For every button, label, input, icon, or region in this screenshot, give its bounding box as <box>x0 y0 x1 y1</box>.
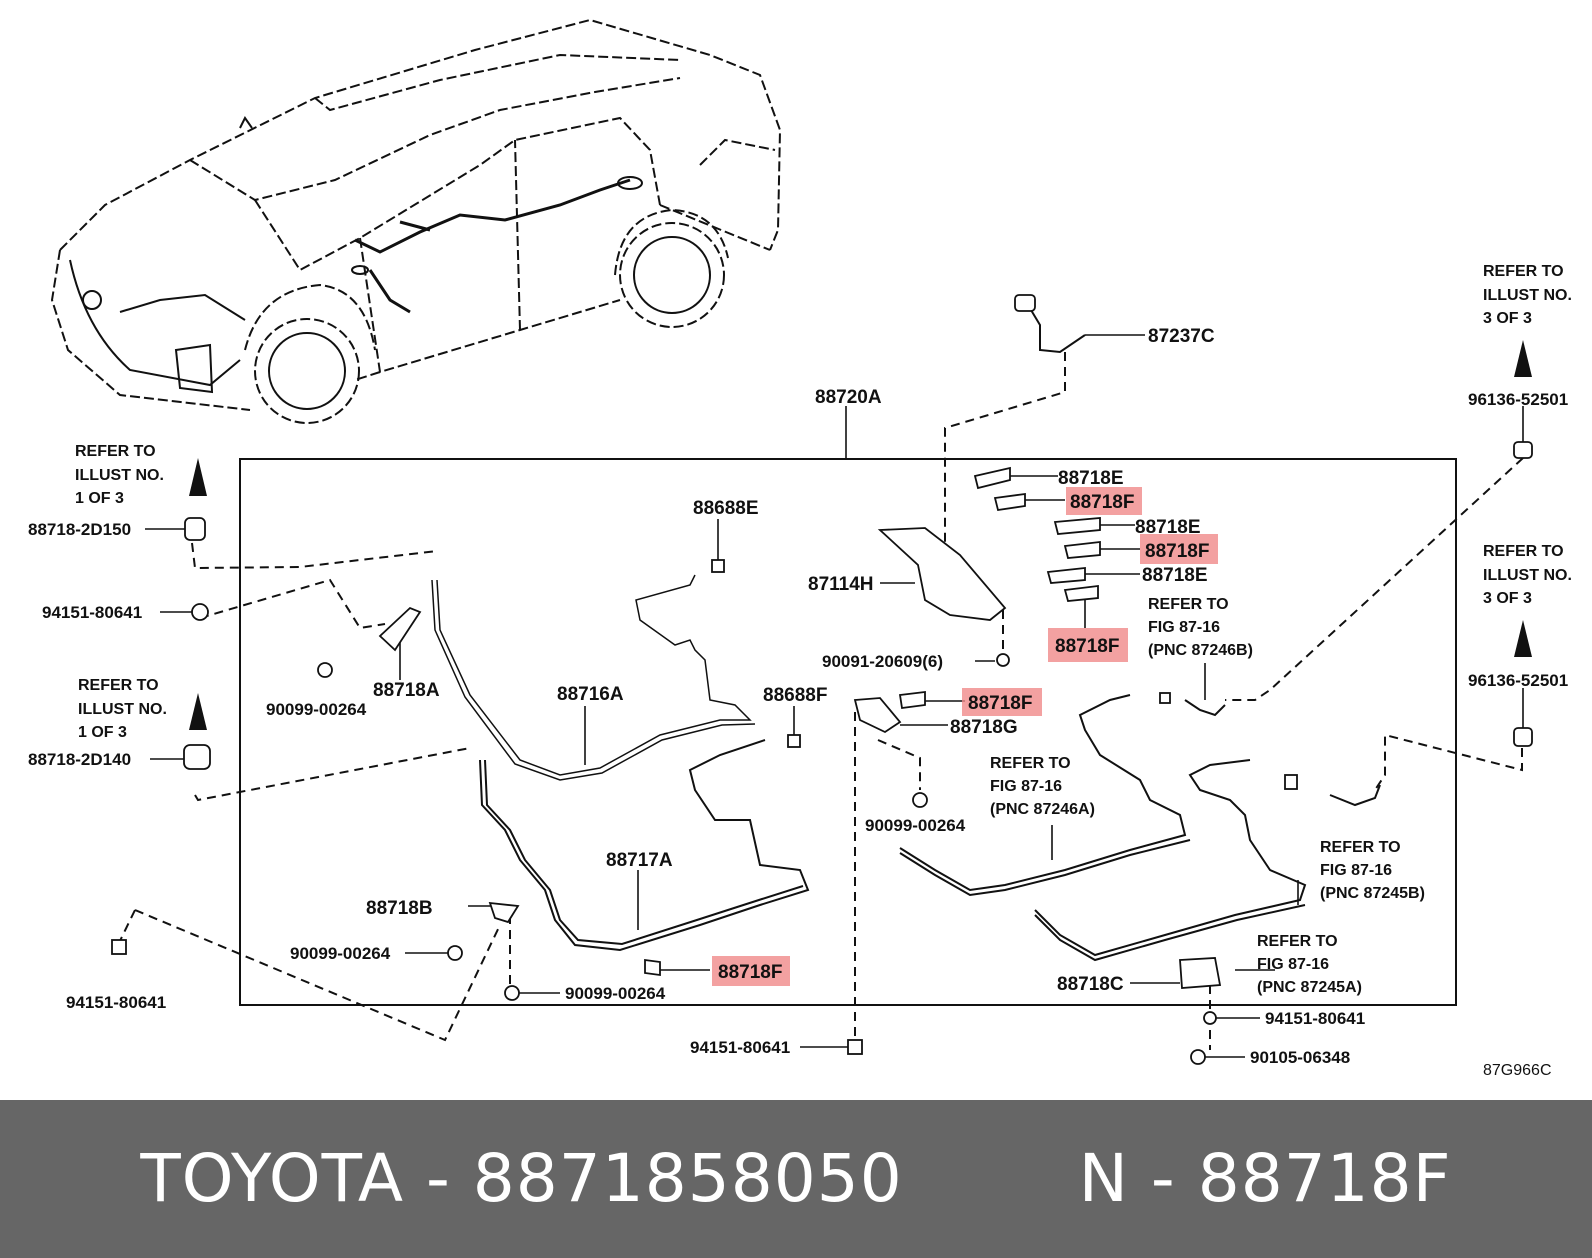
ref-illust-right-top-1: REFER TO <box>1483 263 1564 280</box>
label-90099-c: 90099-00264 <box>290 944 391 963</box>
label-88718f-2: 88718F <box>1145 541 1209 562</box>
assembly-box <box>239 458 1457 1006</box>
label-88716a: 88716A <box>557 684 624 705</box>
label-88688f: 88688F <box>763 685 827 706</box>
label-94151-b: 94151-80641 <box>66 993 166 1012</box>
ref-illust-left-mid-3: 1 OF 3 <box>78 724 127 741</box>
label-88720a: 88720A <box>815 387 882 408</box>
ref-fig-87245a-2: FIG 87-16 <box>1257 956 1329 973</box>
arrow-up-icon <box>189 458 207 496</box>
label-88718e-2: 88718E <box>1135 517 1201 538</box>
label-96136-top: 96136-52501 <box>1468 390 1568 409</box>
footer-gap <box>903 1140 1079 1217</box>
highlight-88718f <box>1048 628 1128 662</box>
label-90099-a: 90099-00264 <box>266 700 367 719</box>
highlight-88718f <box>1140 534 1218 564</box>
ref-fig-87245b-1: REFER TO <box>1320 839 1401 856</box>
ref-illust-left-top-3: 1 OF 3 <box>75 490 124 507</box>
label-94151-c: 94151-80641 <box>690 1038 790 1057</box>
ref-fig-87245b-3: (PNC 87245B) <box>1320 885 1425 902</box>
parts-diagram: 87237C 88720A 96136-52501 96136-52501 88… <box>28 18 1572 1079</box>
label-88718f-5: 88718F <box>718 962 782 983</box>
ref-illust-left-mid-2: ILLUST NO. <box>78 701 167 718</box>
label-88717a: 88717A <box>606 850 673 871</box>
ref-fig-87245a-1: REFER TO <box>1257 933 1338 950</box>
highlight-88718f <box>962 688 1042 716</box>
label-96136-mid: 96136-52501 <box>1468 671 1568 690</box>
diagram-code: 87G966C <box>1483 1062 1552 1079</box>
ref-fig-87246b-1: REFER TO <box>1148 596 1229 613</box>
arrow-up-icon <box>1514 340 1532 377</box>
label-94151-d: 94151-80641 <box>1265 1009 1365 1028</box>
label-90099-b: 90099-00264 <box>865 816 966 835</box>
ref-illust-right-mid-2: ILLUST NO. <box>1483 567 1572 584</box>
label-88718f-4: 88718F <box>968 693 1032 714</box>
footer-part-number: 8871858050 <box>472 1140 903 1217</box>
washer-hoses <box>431 299 1381 962</box>
footer-separator: - <box>404 1140 473 1217</box>
ref-illust-left-top-1: REFER TO <box>75 443 156 460</box>
label-88718-2d150: 88718-2D150 <box>28 520 131 539</box>
ref-illust-right-top-3: 3 OF 3 <box>1483 310 1532 327</box>
highlight-88718f <box>1066 487 1142 515</box>
ref-fig-87245a-3: (PNC 87245A) <box>1257 979 1362 996</box>
ref-illust-left-top-2: ILLUST NO. <box>75 467 164 484</box>
label-90091-20609: 90091-20609(6) <box>822 652 943 671</box>
label-88718e-1: 88718E <box>1058 468 1124 489</box>
arrow-up-icon <box>189 693 207 730</box>
ref-fig-87246a-3: (PNC 87246A) <box>990 801 1095 818</box>
footer-brand: TOYOTA <box>140 1140 405 1217</box>
ref-fig-87245b-2: FIG 87-16 <box>1320 862 1392 879</box>
ref-fig-87246b-3: (PNC 87246B) <box>1148 642 1253 659</box>
ref-fig-87246a-2: FIG 87-16 <box>990 778 1062 795</box>
label-88718c: 88718C <box>1057 974 1124 995</box>
ref-illust-left-mid-1: REFER TO <box>78 677 159 694</box>
footer-reference: N - 88718F <box>1078 1140 1452 1217</box>
label-88688e: 88688E <box>693 498 759 519</box>
arrow-up-icon <box>1514 620 1532 657</box>
label-88718e-3: 88718E <box>1142 565 1208 586</box>
footer-caption: TOYOTA - 8871858050 N - 88718F <box>0 1100 1592 1258</box>
ref-fig-87246a-1: REFER TO <box>990 755 1071 772</box>
label-94151-a: 94151-80641 <box>42 603 142 622</box>
label-88718f-1: 88718F <box>1070 492 1134 513</box>
part-labels: 87237C 88720A 96136-52501 96136-52501 88… <box>28 326 1568 1079</box>
reference-notes: REFER TO ILLUST NO. 1 OF 3 REFER TO ILLU… <box>75 263 1572 996</box>
label-90099-d: 90099-00264 <box>565 984 666 1003</box>
label-88718a: 88718A <box>373 680 440 701</box>
footer-bar <box>0 1100 1592 1258</box>
ref-fig-87246b-2: FIG 87-16 <box>1148 619 1220 636</box>
part-glyphs <box>111 294 1533 1065</box>
label-87114h: 87114H <box>808 574 874 595</box>
label-88718f-3: 88718F <box>1055 636 1119 657</box>
label-88718g: 88718G <box>950 717 1018 738</box>
vehicle-illustration <box>50 18 782 424</box>
label-88718-2d140: 88718-2D140 <box>28 750 131 769</box>
label-87237c: 87237C <box>1148 326 1215 347</box>
ref-illust-right-mid-3: 3 OF 3 <box>1483 590 1532 607</box>
highlight-88718f <box>712 956 790 986</box>
ref-illust-right-top-2: ILLUST NO. <box>1483 287 1572 304</box>
label-90105-06348: 90105-06348 <box>1250 1048 1350 1067</box>
ref-illust-right-mid-1: REFER TO <box>1483 543 1564 560</box>
label-88718b: 88718B <box>366 898 433 919</box>
